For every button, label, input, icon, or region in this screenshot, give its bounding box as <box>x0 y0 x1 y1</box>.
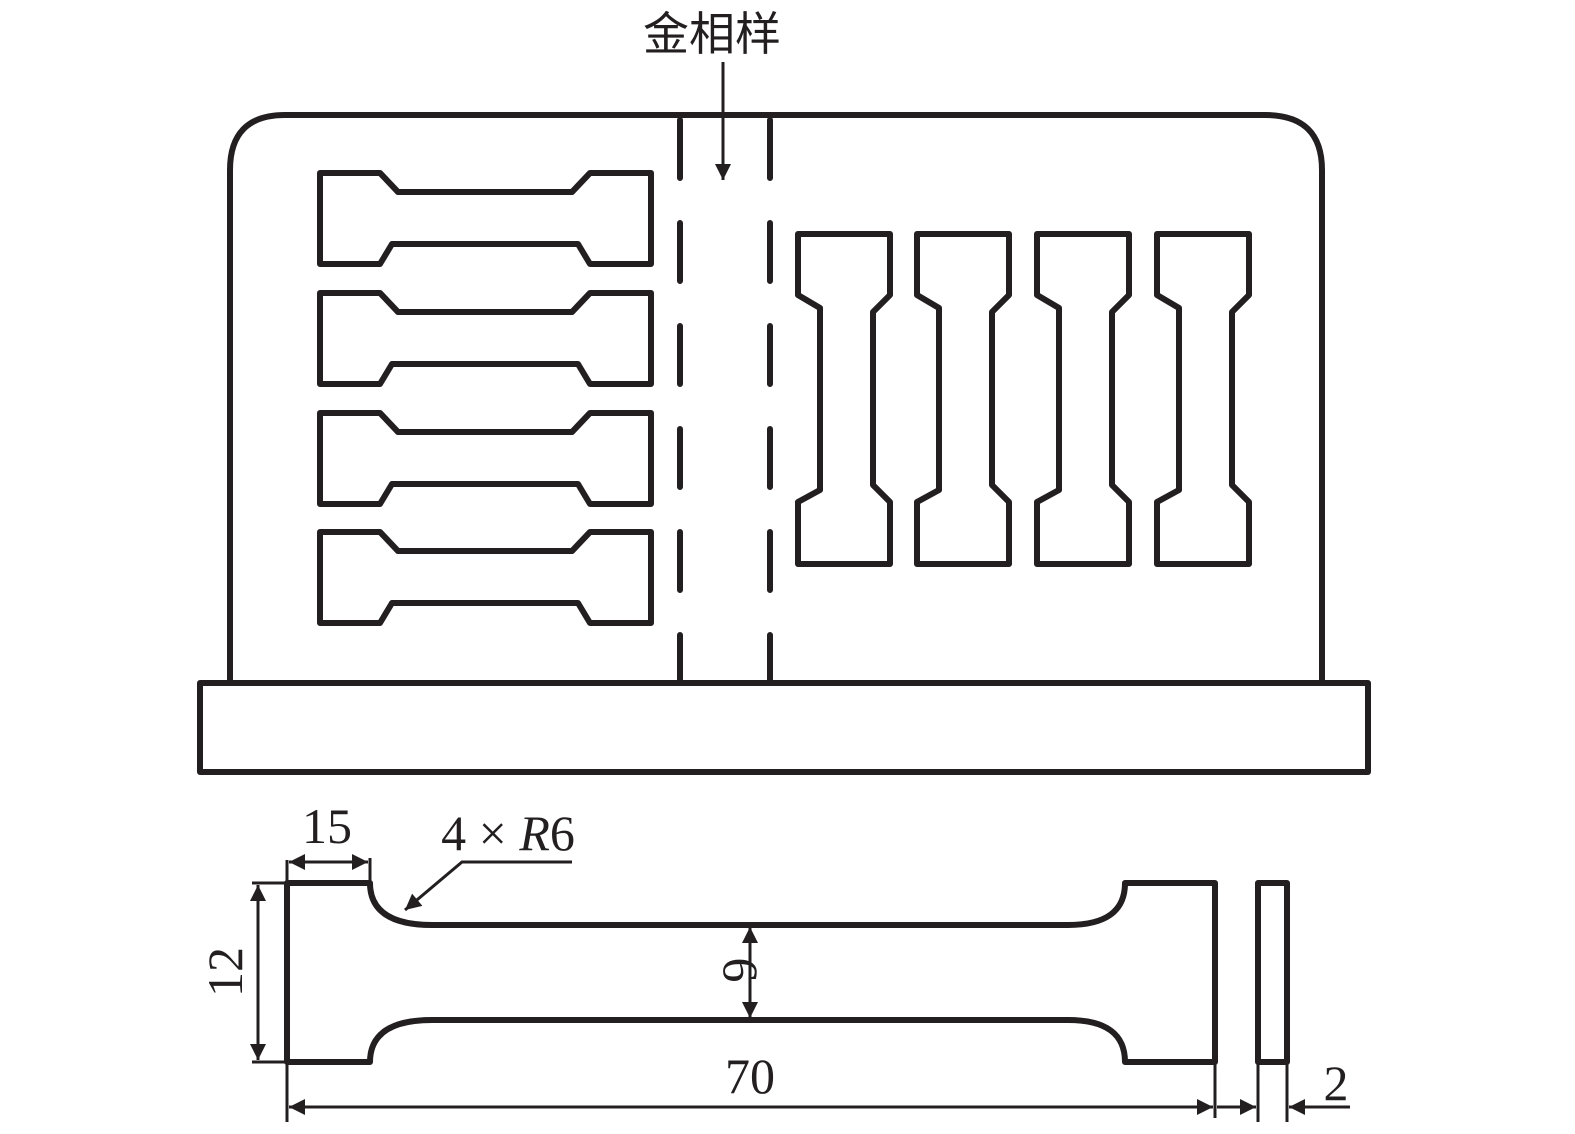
horizontal-specimen <box>317 170 654 267</box>
vertical-specimen <box>1034 231 1132 567</box>
vertical-specimen <box>795 231 893 567</box>
horizontal-specimen <box>317 290 654 387</box>
horizontal-specimen <box>317 529 654 626</box>
dim-12-label: 12 <box>197 947 253 997</box>
dim-2-label: 2 <box>1324 1055 1349 1111</box>
vertical-specimen <box>914 231 1012 567</box>
dim-70-label: 70 <box>725 1048 775 1104</box>
metallographic-sample-label: 金相样 <box>643 7 781 61</box>
fillet-radius-label: 4 × R6 <box>441 805 575 861</box>
horizontal-specimen <box>317 410 654 507</box>
extension-lines <box>252 858 1289 1122</box>
fillet-leader <box>404 860 572 912</box>
specimen-side-view <box>1255 880 1290 1065</box>
horizontal-specimens <box>317 170 654 626</box>
dim-15-label: 15 <box>302 798 352 854</box>
plate-outline <box>227 112 1325 686</box>
base-plate <box>197 680 1371 775</box>
vertical-specimens <box>795 231 1252 567</box>
dim-6-label: 6 <box>713 958 769 983</box>
vertical-specimen <box>1154 231 1252 567</box>
